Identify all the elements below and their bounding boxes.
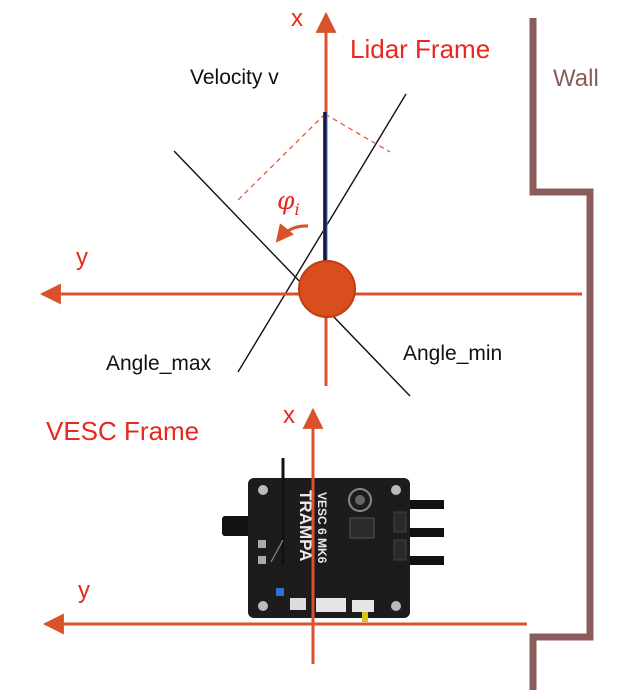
angle-max-label: Angle_max [106,352,212,375]
lidar-sensor [299,261,355,317]
angle-phi-symbol: φ [277,186,295,215]
projection-dashed-line-right [325,114,390,152]
angle-phi-label: φi [277,186,300,219]
vesc-board-image: TRAMPA VESC 6 MK6 [222,458,447,622]
angle-min-line [238,94,406,372]
wall-outline [533,18,590,690]
lidar-frame-label: Lidar Frame [350,34,490,64]
velocity-label: Velocity v [190,66,279,89]
angle-phi-arc [278,226,308,240]
lidar-x-axis-label: x [291,5,303,32]
vesc-frame-label: VESC Frame [46,416,199,446]
lidar-y-axis-label: y [76,244,88,271]
vesc-y-axis-label: y [78,577,90,604]
vesc-board-model-text: VESC 6 MK6 [315,492,329,564]
angle-min-label: Angle_min [403,342,502,365]
angle-phi-subscript: i [295,200,300,219]
vesc-x-axis-label: x [283,402,295,429]
wall-label: Wall [553,65,599,92]
